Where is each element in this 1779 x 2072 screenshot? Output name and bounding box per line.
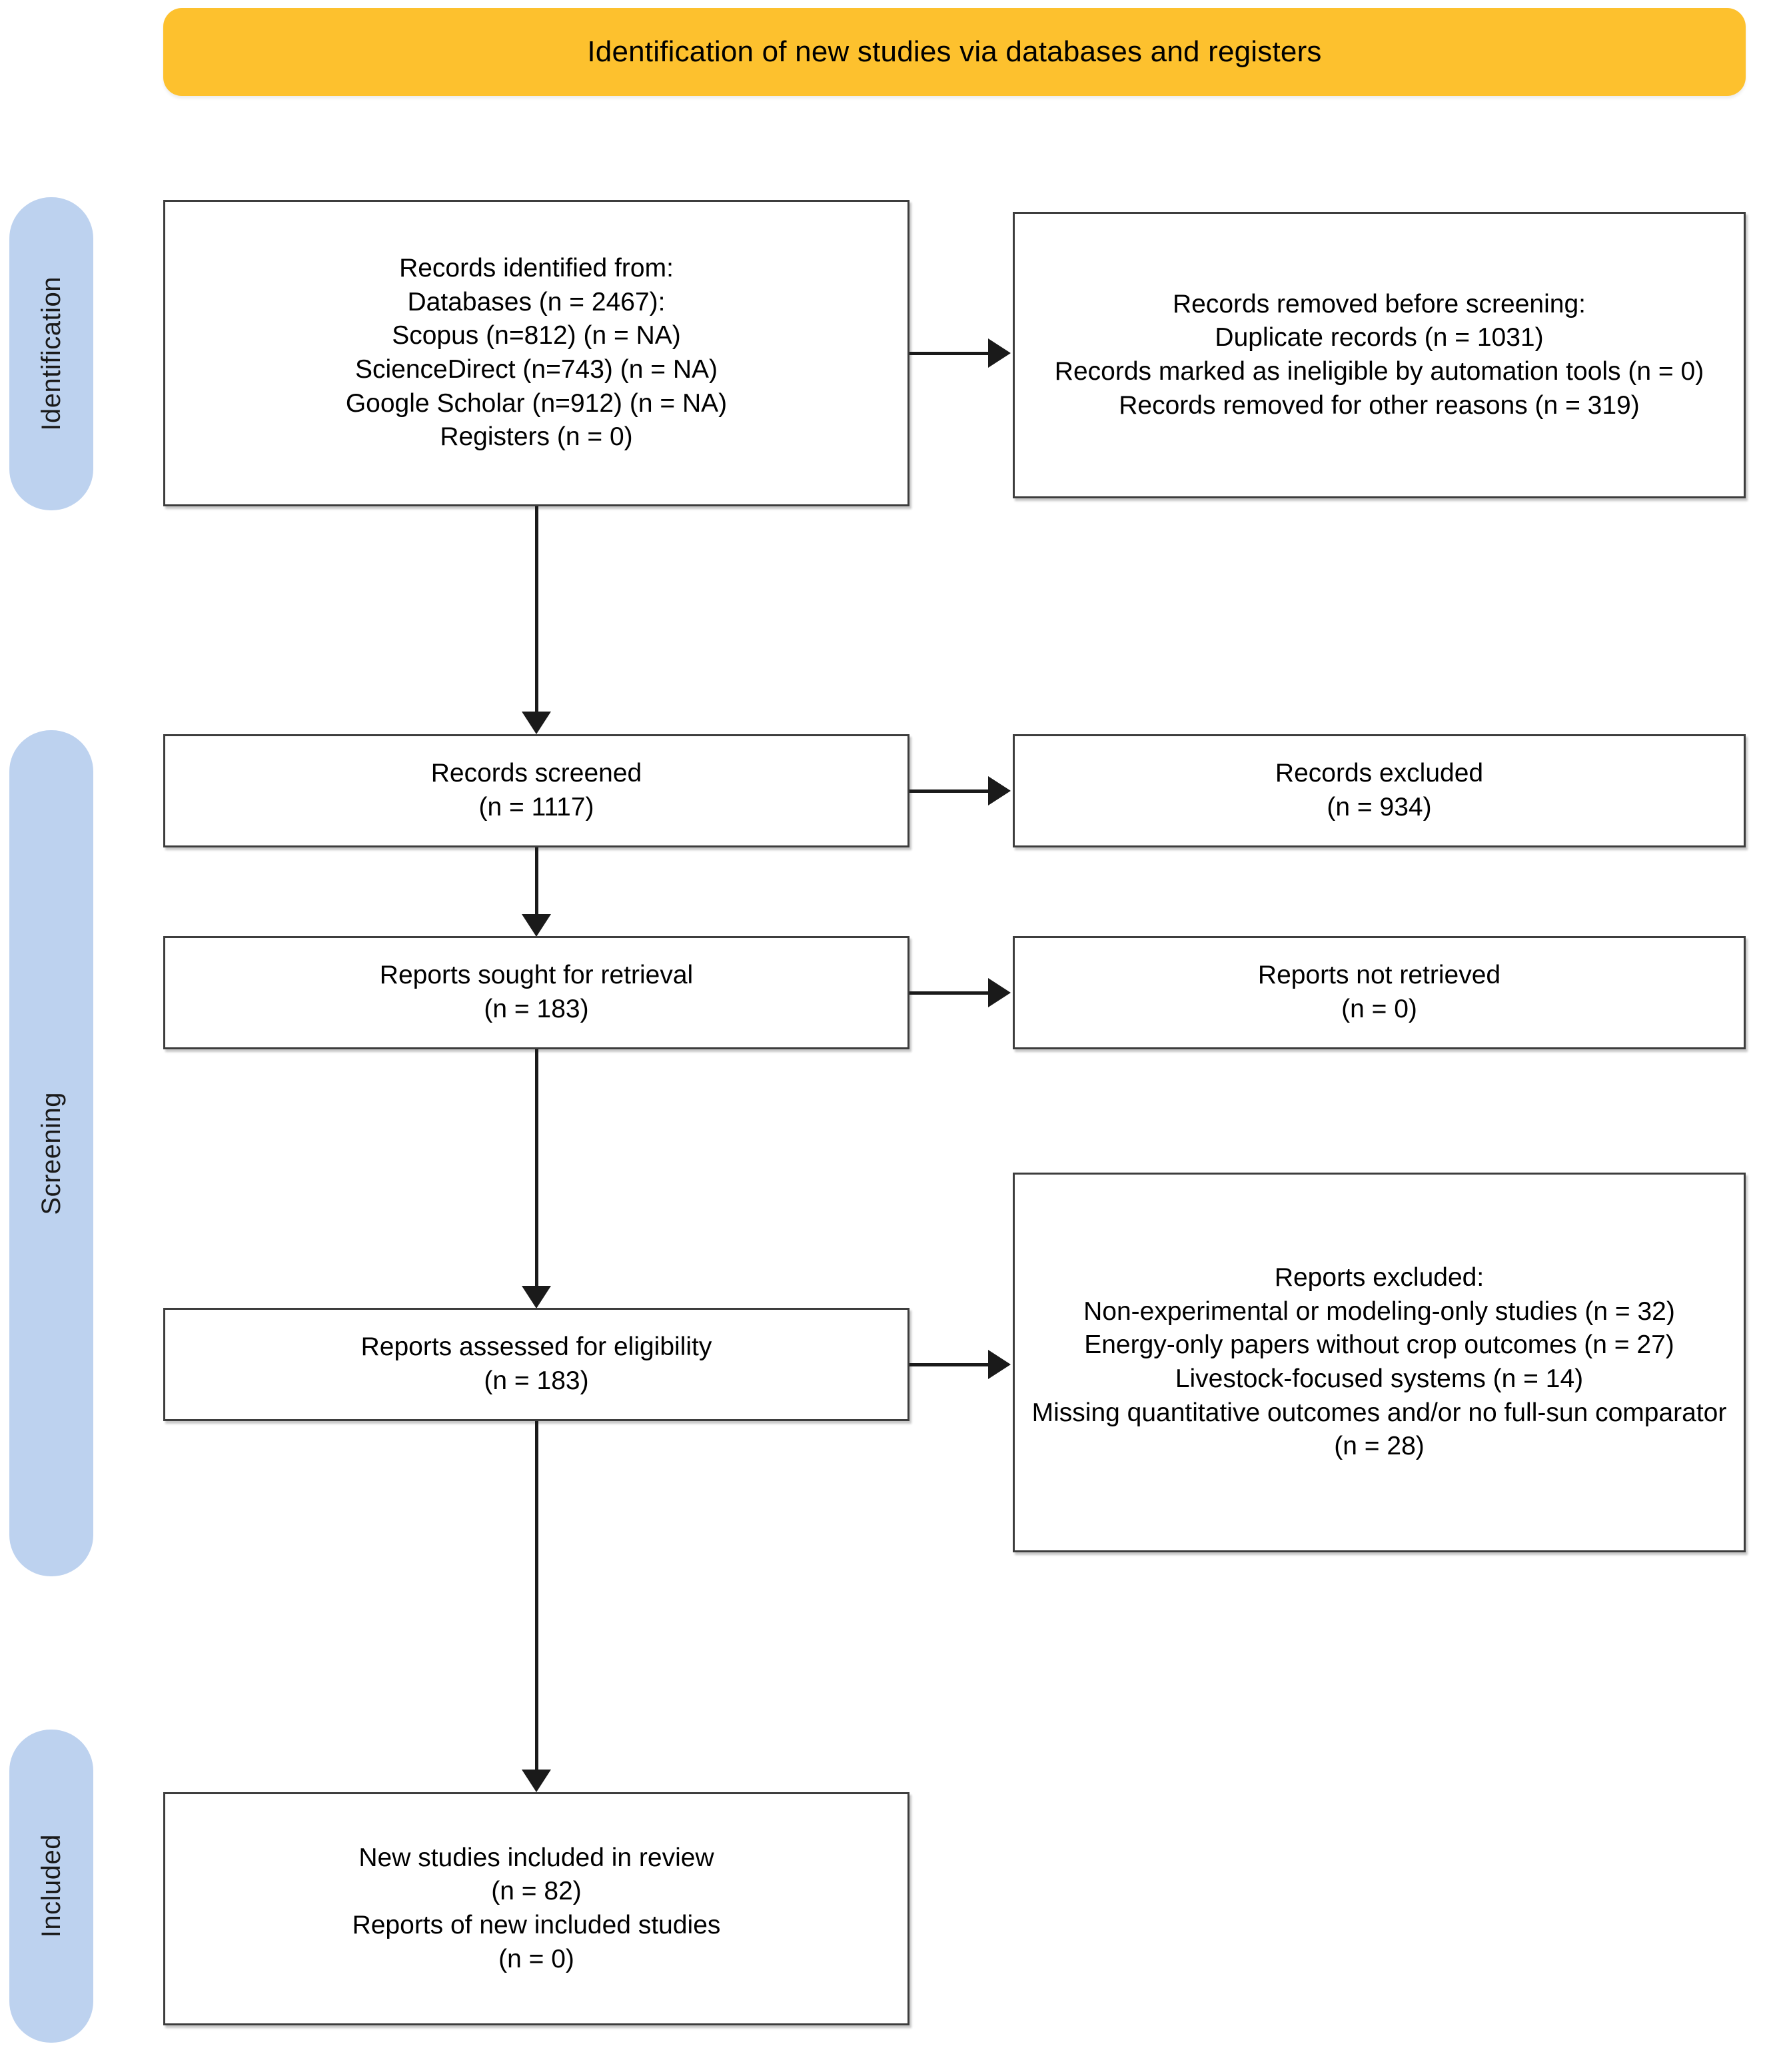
- box-line: Databases (n = 2467):: [407, 287, 666, 316]
- box-line: (n = 82): [491, 1877, 582, 1906]
- box-line: (n = 0): [1341, 995, 1417, 1023]
- connector-assessed-to-included: [535, 1421, 538, 1771]
- connector-sought-to-assessed: [535, 1049, 538, 1288]
- box-new-studies-included: New studies included in review (n = 82) …: [163, 1792, 909, 2025]
- stage-rail-screening: Screening: [9, 730, 93, 1576]
- box-line: ScienceDirect (n=743) (n = NA): [354, 355, 718, 384]
- box-records-identified: Records identified from: Databases (n = …: [163, 200, 909, 506]
- box-line: Registers (n = 0): [440, 422, 633, 452]
- box-records-excluded: Records excluded (n = 934): [1013, 734, 1746, 847]
- box-reports-assessed-for-eligibility: Reports assessed for eligibility (n = 18…: [163, 1308, 909, 1421]
- box-line: Non-experimental or modeling-only studie…: [1083, 1296, 1675, 1326]
- box-line: Records removed before screening:: [1173, 289, 1586, 318]
- arrowhead-identified-to-removed: [988, 338, 1011, 368]
- connector-identified-to-removed: [909, 352, 989, 355]
- stage-label-identification: Identification: [36, 276, 66, 431]
- connector-screened-to-sought: [535, 847, 538, 917]
- arrowhead-sought-to-not-retrieved: [988, 978, 1011, 1007]
- box-line: Records marked as ineligible by automati…: [1054, 357, 1704, 386]
- arrowhead-identified-to-screened: [522, 712, 551, 734]
- box-line: Missing quantitative outcomes and/or no …: [1031, 1398, 1727, 1461]
- box-line: Reports of new included studies: [352, 1911, 721, 1939]
- box-line: Reports sought for retrieval: [379, 961, 694, 990]
- box-line: (n = 183): [484, 1366, 589, 1395]
- stage-rail-included: Included: [9, 1730, 93, 2043]
- connector-assessed-to-reports-excluded: [909, 1363, 989, 1366]
- arrowhead-assessed-to-reports-excluded: [988, 1350, 1011, 1379]
- box-reports-excluded-detail: Reports excluded: Non-experimental or mo…: [1013, 1173, 1746, 1552]
- box-line: (n = 934): [1327, 793, 1432, 821]
- box-line: Records removed for other reasons (n = 3…: [1119, 390, 1640, 420]
- diagram-header-banner: Identification of new studies via databa…: [163, 8, 1746, 96]
- box-line: Livestock-focused systems (n = 14): [1175, 1364, 1584, 1393]
- connector-screened-to-excluded: [909, 789, 989, 793]
- box-records-removed-before-screening: Records removed before screening: Duplic…: [1013, 212, 1746, 498]
- connector-sought-to-not-retrieved: [909, 991, 989, 995]
- arrowhead-assessed-to-included: [522, 1770, 551, 1792]
- box-line: Records identified from:: [399, 253, 674, 282]
- banner-title: Identification of new studies via databa…: [587, 35, 1322, 68]
- box-line: New studies included in review: [358, 1843, 714, 1872]
- box-line: Reports assessed for eligibility: [360, 1332, 712, 1362]
- box-line: (n = 183): [484, 995, 589, 1023]
- box-records-screened: Records screened (n = 1117): [163, 734, 909, 847]
- box-line: (n = 1117): [478, 793, 594, 821]
- box-line: Records excluded: [1275, 759, 1484, 788]
- box-line: Duplicate records (n = 1031): [1215, 323, 1544, 352]
- box-line: Scopus (n=812) (n = NA): [392, 321, 681, 350]
- connector-identified-to-screened: [535, 506, 538, 713]
- box-line: Records screened: [430, 759, 642, 788]
- stage-label-included: Included: [36, 1834, 66, 1938]
- box-reports-not-retrieved: Reports not retrieved (n = 0): [1013, 936, 1746, 1049]
- arrowhead-screened-to-sought: [522, 914, 551, 937]
- box-reports-sought-for-retrieval: Reports sought for retrieval (n = 183): [163, 936, 909, 1049]
- box-line: (n = 0): [498, 1944, 574, 1973]
- arrowhead-sought-to-assessed: [522, 1286, 551, 1308]
- box-line: Reports excluded:: [1274, 1263, 1484, 1292]
- stage-label-screening: Screening: [36, 1091, 66, 1215]
- box-line: Reports not retrieved: [1257, 961, 1501, 990]
- box-line: Energy-only papers without crop outcomes…: [1084, 1330, 1674, 1360]
- box-line: Google Scholar (n=912) (n = NA): [345, 388, 728, 418]
- arrowhead-screened-to-excluded: [988, 776, 1011, 805]
- stage-rail-identification: Identification: [9, 197, 93, 510]
